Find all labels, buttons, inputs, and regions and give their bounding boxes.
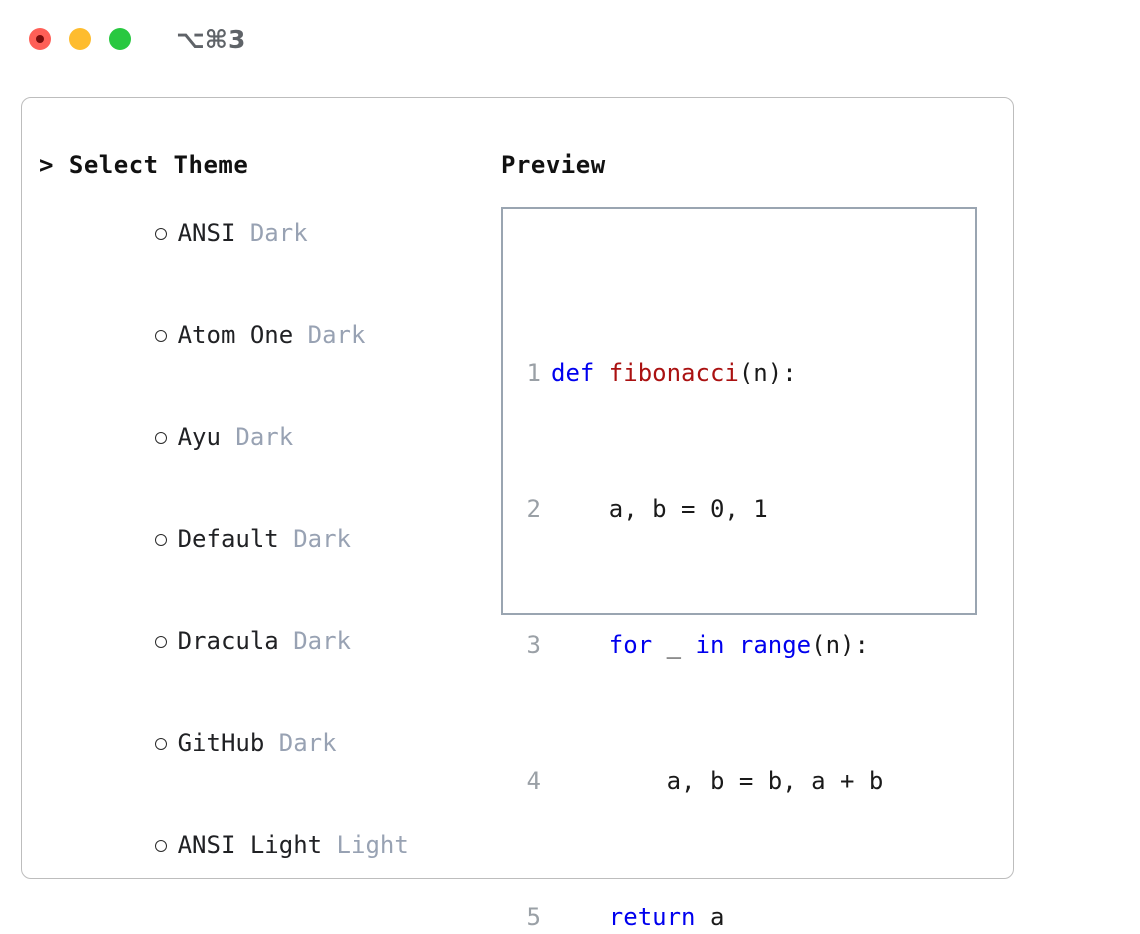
code-text: a, b = 0, 1 — [551, 495, 768, 523]
theme-picker: > Select Theme ANSI Dark Atom One Dark A… — [39, 148, 479, 934]
line-number: 1 — [526, 359, 541, 387]
theme-variant: Light — [336, 831, 409, 859]
content-panel: > Select Theme ANSI Dark Atom One Dark A… — [21, 97, 1014, 934]
theme-variant: Dark — [293, 525, 351, 553]
theme-list-item[interactable]: Ayu Light Light — [39, 896, 479, 934]
close-button-icon[interactable] — [29, 28, 51, 50]
radio-unselected-icon[interactable] — [154, 840, 167, 852]
code-line: 3 for _ in range(n): — [517, 628, 927, 662]
title-bar: ⌥⌘3 — [0, 0, 1140, 78]
code-text: (n): — [738, 359, 797, 387]
theme-variant: Dark — [278, 729, 337, 757]
theme-name: ANSI — [177, 219, 236, 247]
theme-list-item[interactable]: Atom One Dark — [39, 284, 479, 386]
keyboard-shortcut-label: ⌥⌘3 — [176, 24, 246, 54]
line-number: 2 — [526, 495, 541, 523]
theme-name: Ayu — [177, 423, 221, 451]
code-function: fibonacci — [608, 359, 739, 387]
theme-list-header: > Select Theme — [39, 151, 249, 179]
preview-title: Preview — [501, 151, 606, 179]
theme-list-item[interactable]: ANSI Dark — [39, 182, 479, 284]
code-line: 1 def fibonacci(n): — [517, 356, 927, 390]
theme-list-item[interactable]: Dracula Dark — [39, 590, 479, 692]
code-line: 4 a, b = b, a + b — [517, 764, 927, 798]
code-text — [724, 631, 738, 659]
radio-unselected-icon[interactable] — [154, 636, 167, 648]
code-keyword: def — [551, 359, 609, 387]
line-number: 4 — [526, 767, 541, 795]
code-builtin: range — [738, 631, 812, 659]
radio-unselected-icon[interactable] — [154, 330, 167, 342]
code-keyword: return — [608, 903, 696, 931]
theme-list-item[interactable]: Ayu Dark — [39, 386, 479, 488]
line-number: 3 — [526, 631, 541, 659]
code-text: _ — [652, 631, 696, 659]
theme-variant: Dark — [249, 219, 308, 247]
theme-name: GitHub — [177, 729, 265, 757]
theme-variant: Dark — [293, 627, 351, 655]
theme-name: ANSI Light — [177, 831, 323, 859]
code-keyword: in — [695, 631, 725, 659]
code-text — [551, 631, 609, 659]
zoom-button-icon[interactable] — [109, 28, 131, 50]
theme-list-item[interactable]: ANSI Light Light — [39, 794, 479, 896]
radio-unselected-icon[interactable] — [154, 432, 167, 444]
radio-unselected-icon[interactable] — [154, 228, 167, 240]
line-number: 5 — [526, 903, 541, 931]
radio-unselected-icon[interactable] — [154, 534, 167, 546]
code-keyword: for — [608, 631, 653, 659]
radio-unselected-icon[interactable] — [154, 738, 167, 750]
theme-name: Default — [177, 525, 279, 553]
code-text: a, b = b, a + b — [551, 767, 884, 795]
code-line: 2 a, b = 0, 1 — [517, 492, 927, 526]
theme-list-item[interactable]: GitHub Dark — [39, 692, 479, 794]
minimize-button-icon[interactable] — [69, 28, 91, 50]
code-text — [551, 903, 609, 931]
theme-variant: Dark — [235, 423, 294, 451]
code-line: 5 return a — [517, 900, 927, 934]
code-text: (n): — [811, 631, 869, 659]
window-controls — [29, 28, 131, 50]
theme-name: Atom One — [177, 321, 294, 349]
code-text: a — [695, 903, 725, 931]
theme-name: Dracula — [177, 627, 279, 655]
theme-variant: Dark — [307, 321, 366, 349]
theme-list-item[interactable]: Default Dark — [39, 488, 479, 590]
